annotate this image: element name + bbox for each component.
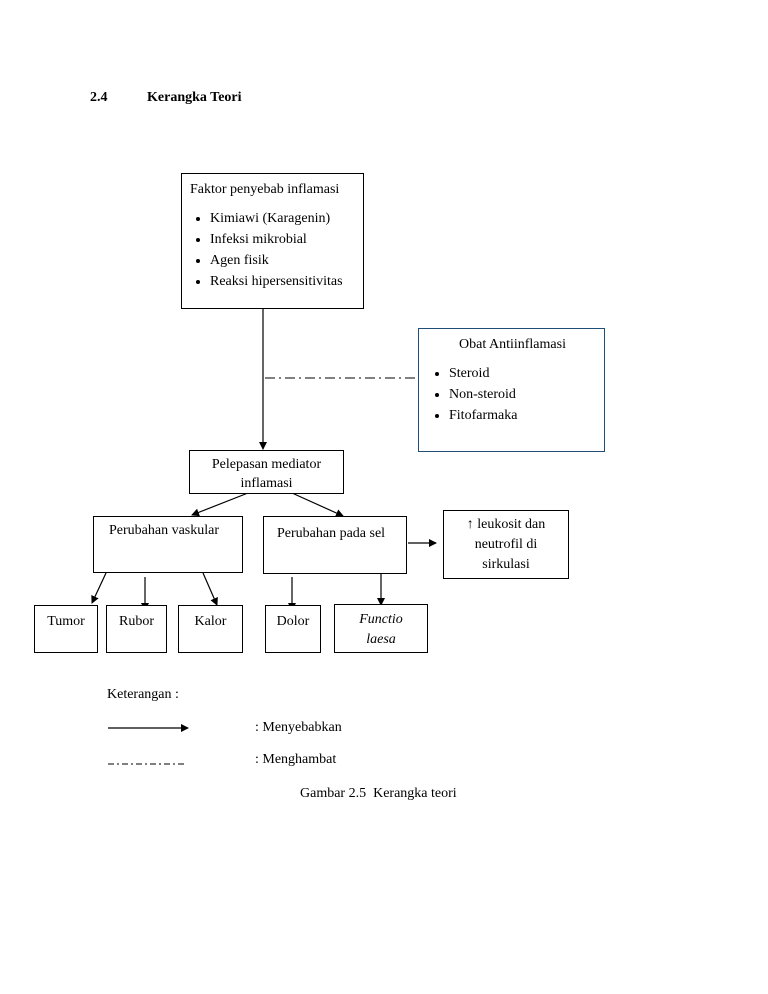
drug-box-title: Obat Antiinflamasi — [459, 337, 566, 352]
section-number: 2.4 — [90, 90, 108, 105]
arrow-vascular-to-kalor — [202, 572, 218, 606]
factor-item: Agen fisik — [210, 250, 355, 271]
kalor-label: Kalor — [194, 614, 227, 629]
factor-list: Kimiawi (Karagenin) Infeksi mikrobial Ag… — [190, 208, 355, 292]
factor-box: Faktor penyebab inflamasi Kimiawi (Karag… — [181, 173, 364, 309]
tumor-label: Tumor — [47, 614, 85, 629]
tumor-box: Tumor — [34, 605, 98, 653]
cell-box: Perubahan pada sel — [263, 516, 407, 574]
functio-box: Functio laesa — [334, 604, 428, 653]
mediator-box: Pelepasan mediator inflamasi — [189, 450, 344, 494]
dolor-box: Dolor — [265, 605, 321, 653]
factor-item: Reaksi hipersensitivitas — [210, 271, 355, 292]
factor-box-title: Faktor penyebab inflamasi — [190, 182, 340, 197]
rubor-label: Rubor — [119, 614, 154, 629]
arrow-mediator-to-vascular — [191, 492, 249, 517]
functio-line-1: Functio — [359, 612, 403, 627]
drug-list: Steroid Non-steroid Fitofarmaka — [429, 363, 596, 426]
leukocyte-box: ↑ leukosit dan neutrofil di sirkulasi — [443, 510, 569, 579]
legend-inhibit-label: : Menghambat — [255, 752, 337, 767]
leukocyte-line-3: sirkulasi — [482, 557, 530, 572]
leukocyte-line-2: neutrofil di — [474, 537, 538, 552]
vascular-box: Perubahan vaskular — [93, 516, 243, 573]
kalor-box: Kalor — [178, 605, 243, 653]
factor-item: Infeksi mikrobial — [210, 229, 355, 250]
factor-item: Kimiawi (Karagenin) — [210, 208, 355, 229]
figure-caption: Gambar 2.5 Kerangka teori — [300, 786, 457, 801]
dolor-label: Dolor — [276, 614, 310, 629]
leukocyte-line-1: ↑ leukosit dan — [466, 517, 546, 532]
legend-title: Keterangan : — [107, 687, 179, 702]
functio-line-2: laesa — [366, 632, 396, 647]
arrow-mediator-to-cell — [291, 492, 344, 517]
rubor-box: Rubor — [106, 605, 167, 653]
cell-box-label: Perubahan pada sel — [277, 526, 386, 541]
section-title: Kerangka Teori — [147, 90, 242, 105]
arrow-vascular-to-tumor — [91, 572, 107, 604]
vascular-box-label: Perubahan vaskular — [109, 523, 220, 538]
drug-box: Obat Antiinflamasi Steroid Non-steroid F… — [418, 328, 605, 452]
mediator-line-1: Pelepasan mediator — [211, 457, 322, 472]
mediator-line-2: inflamasi — [240, 476, 293, 491]
legend-cause-label: : Menyebabkan — [255, 720, 342, 735]
drug-item: Steroid — [449, 363, 596, 384]
drug-item: Fitofarmaka — [449, 405, 596, 426]
drug-item: Non-steroid — [449, 384, 596, 405]
